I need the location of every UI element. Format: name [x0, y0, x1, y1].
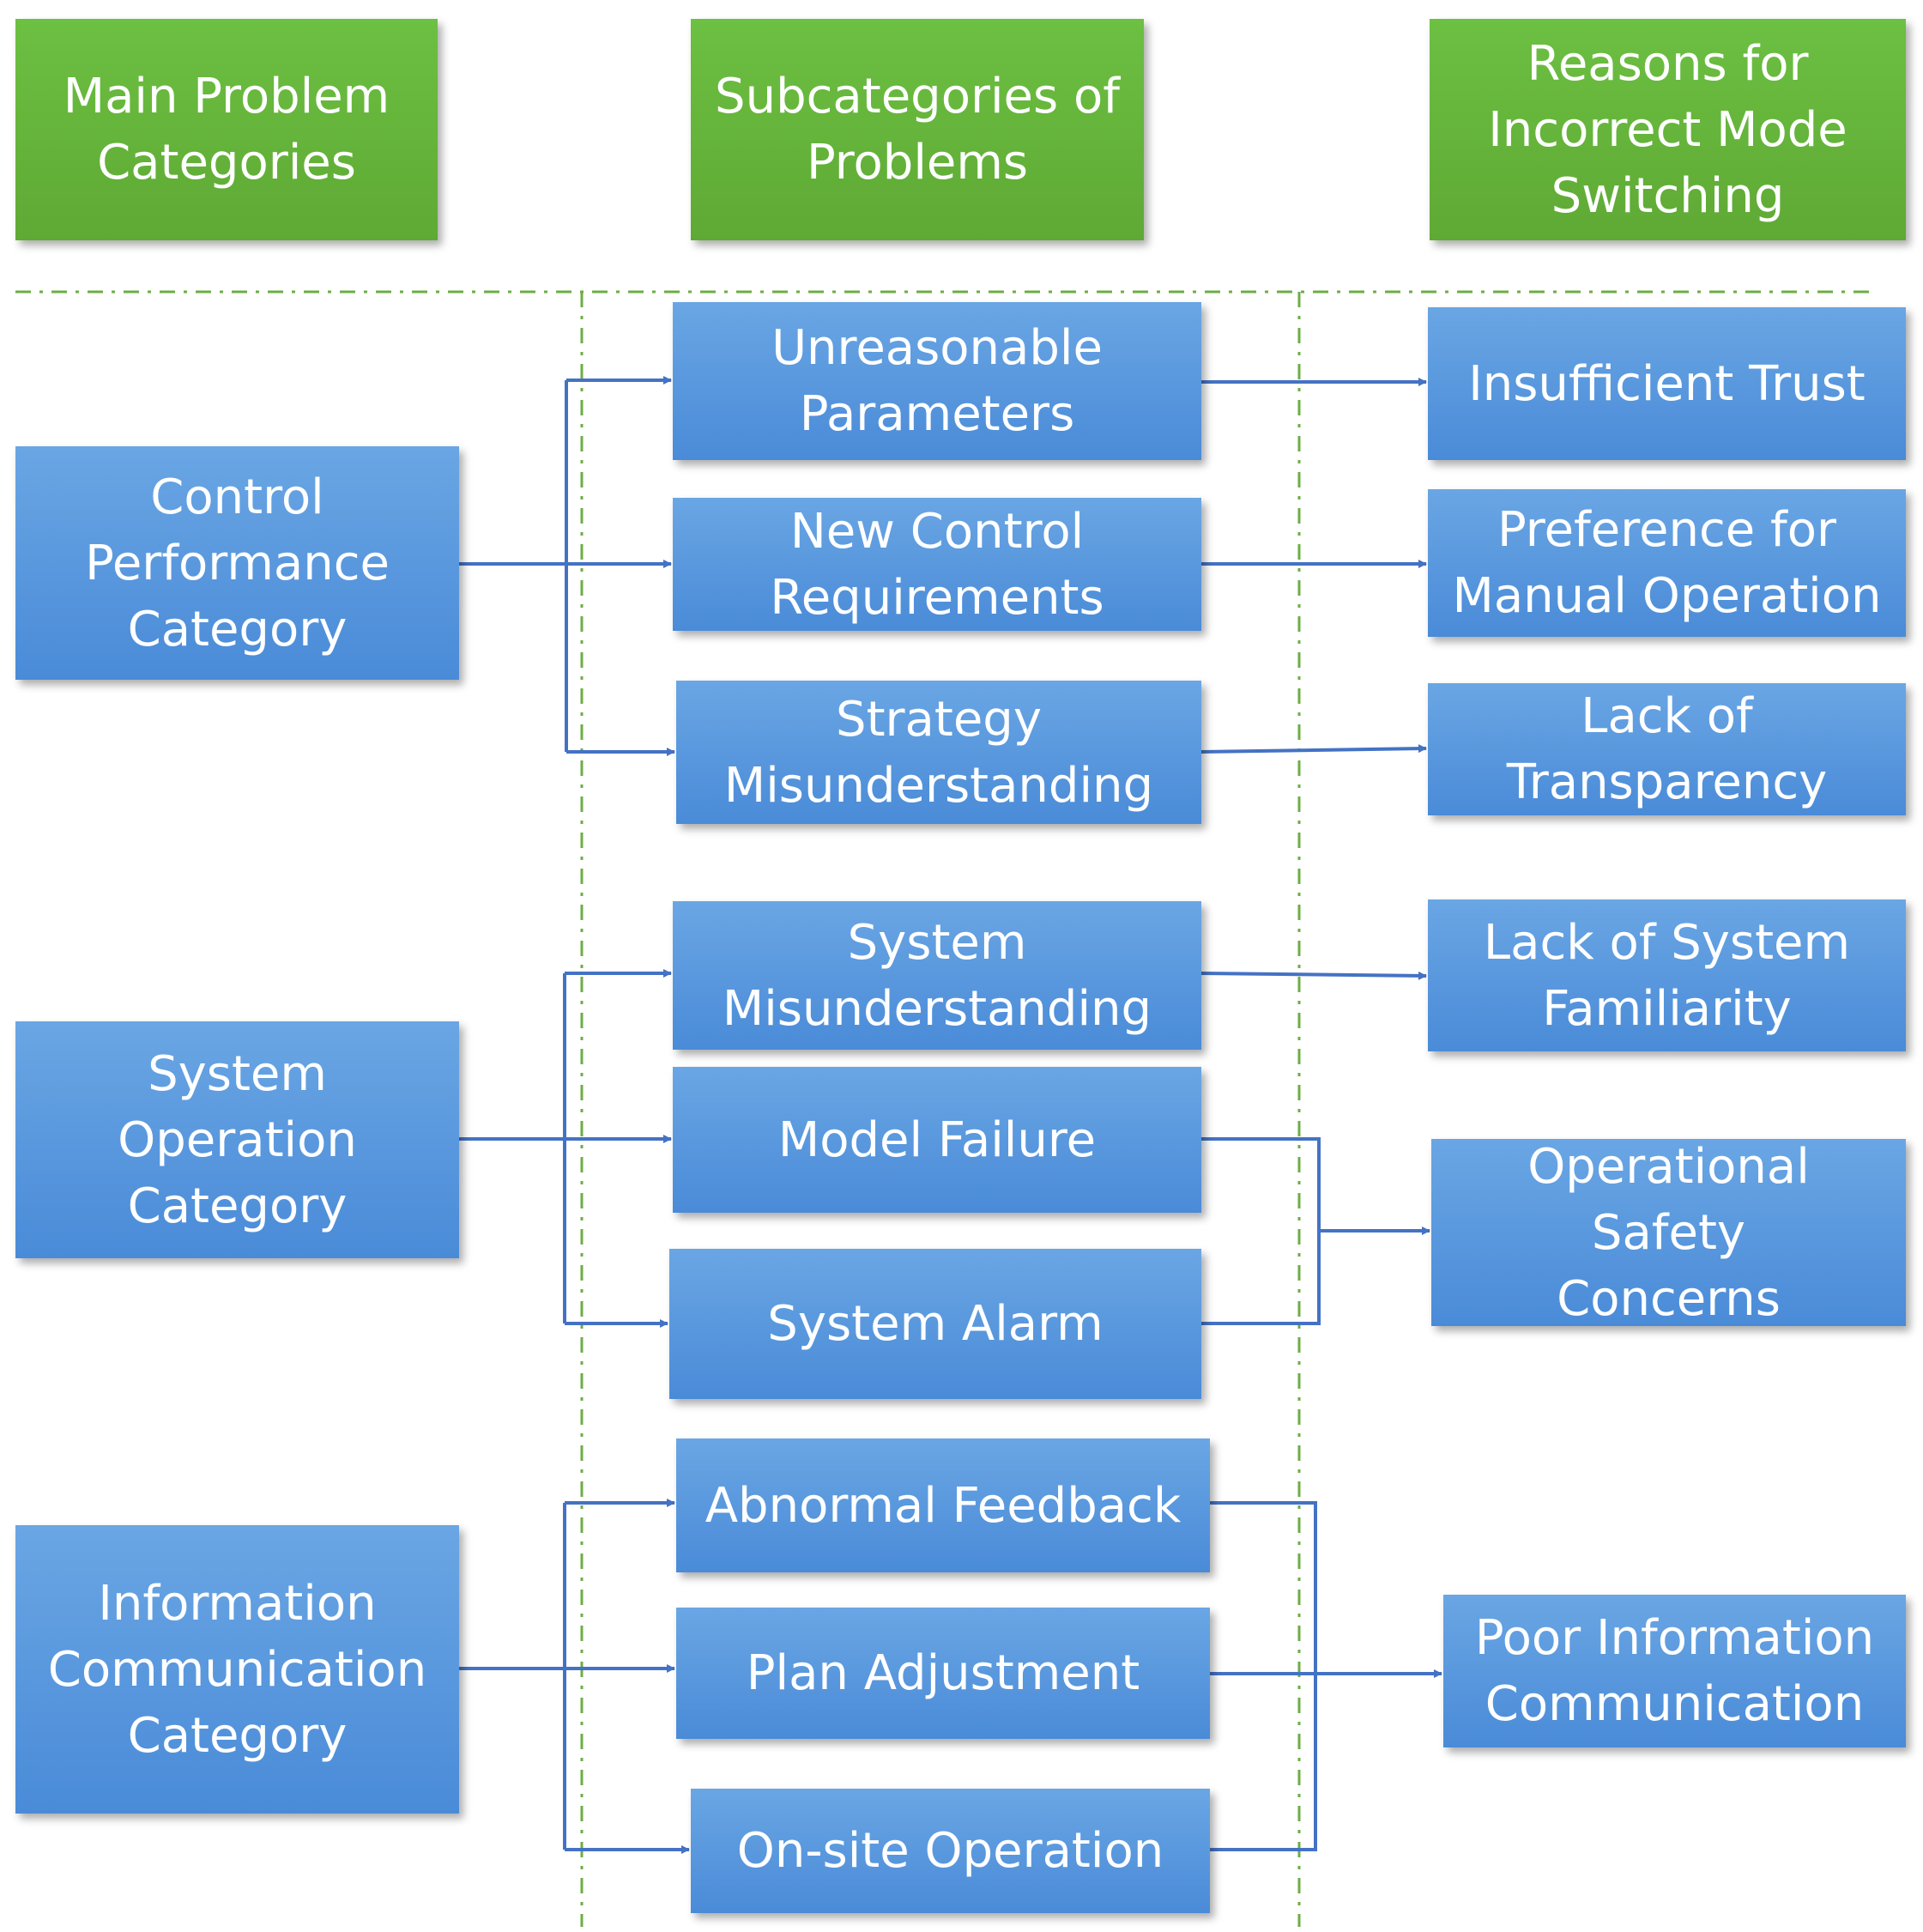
connector-arrows: [459, 376, 1442, 1854]
reason-label: Preference for Manual Operation: [1452, 502, 1882, 624]
subcategory-label: On-site Operation: [736, 1823, 1164, 1879]
header-reasons-label: Reasons for Incorrect Mode Switching: [1488, 35, 1847, 224]
subcategory-label: System Alarm: [767, 1296, 1104, 1352]
connector-system-trunk: [459, 973, 566, 1323]
main-category-control-performance: Control Performance Category: [15, 446, 459, 680]
header-main-problem-categories: Main Problem Categories: [15, 19, 438, 240]
connector-control-trunk: [459, 380, 568, 752]
main-category-label: System Operation Category: [118, 1045, 357, 1234]
header-reasons: Reasons for Incorrect Mode Switching: [1430, 19, 1906, 240]
subcategory-label: Abnormal Feedback: [704, 1477, 1182, 1534]
main-category-information-communication: Information Communication Category: [15, 1525, 459, 1814]
subcategory-model-failure: Model Failure: [673, 1067, 1201, 1213]
connector-safety-bracket: [1201, 1137, 1430, 1325]
reason-poor-information-communication: Poor Information Communication: [1443, 1595, 1906, 1747]
connector-info-trunk: [459, 1503, 566, 1850]
arrow-to-lack-familiarity: [1200, 971, 1427, 980]
reason-label: Insufficient Trust: [1468, 355, 1866, 412]
connector-communication-bracket: [1210, 1501, 1442, 1851]
reason-insufficient-trust: Insufficient Trust: [1428, 307, 1906, 460]
subcategory-label: New Control Requirements: [770, 503, 1104, 626]
subcategory-abnormal-feedback: Abnormal Feedback: [676, 1438, 1210, 1572]
header-sub-label: Subcategories of Problems: [715, 69, 1120, 191]
reason-lack-of-system-familiarity: Lack of System Familiarity: [1428, 899, 1906, 1051]
subcategory-on-site-operation: On-site Operation: [691, 1789, 1210, 1913]
subcategory-label: System Misunderstanding: [722, 914, 1152, 1037]
subcategory-label: Plan Adjustment: [746, 1645, 1140, 1701]
header-main-label: Main Problem Categories: [63, 69, 390, 191]
divider-lines: [15, 290, 1875, 1927]
subcategory-label: Model Failure: [777, 1111, 1097, 1168]
subcategory-label: Strategy Misunderstanding: [723, 691, 1154, 814]
main-category-label: Control Performance Category: [85, 469, 390, 657]
reason-label: Poor Information Communication: [1474, 1610, 1875, 1732]
main-category-label: Information Communication Category: [47, 1575, 427, 1764]
reason-preference-manual-operation: Preference for Manual Operation: [1428, 489, 1906, 637]
main-category-system-operation: System Operation Category: [15, 1021, 459, 1258]
subcategory-strategy-misunderstanding: Strategy Misunderstanding: [676, 681, 1201, 824]
arrow-to-lack-transparency: [1200, 744, 1427, 754]
subcategory-plan-adjustment: Plan Adjustment: [676, 1608, 1210, 1739]
reason-label: Operational Safety Concerns: [1527, 1138, 1810, 1327]
subcategory-unreasonable-parameters: Unreasonable Parameters: [673, 302, 1201, 460]
subcategory-label: Unreasonable Parameters: [771, 320, 1103, 442]
header-subcategories-of-problems: Subcategories of Problems: [691, 19, 1144, 240]
reason-label: Lack of Transparency: [1506, 688, 1828, 810]
subcategory-system-misunderstanding: System Misunderstanding: [673, 901, 1201, 1050]
reason-label: Lack of System Familiarity: [1483, 914, 1851, 1037]
reason-operational-safety-concerns: Operational Safety Concerns: [1431, 1139, 1906, 1327]
reason-lack-of-transparency: Lack of Transparency: [1428, 683, 1906, 815]
subcategory-system-alarm: System Alarm: [669, 1249, 1201, 1399]
subcategory-new-control-requirements: New Control Requirements: [673, 498, 1201, 631]
